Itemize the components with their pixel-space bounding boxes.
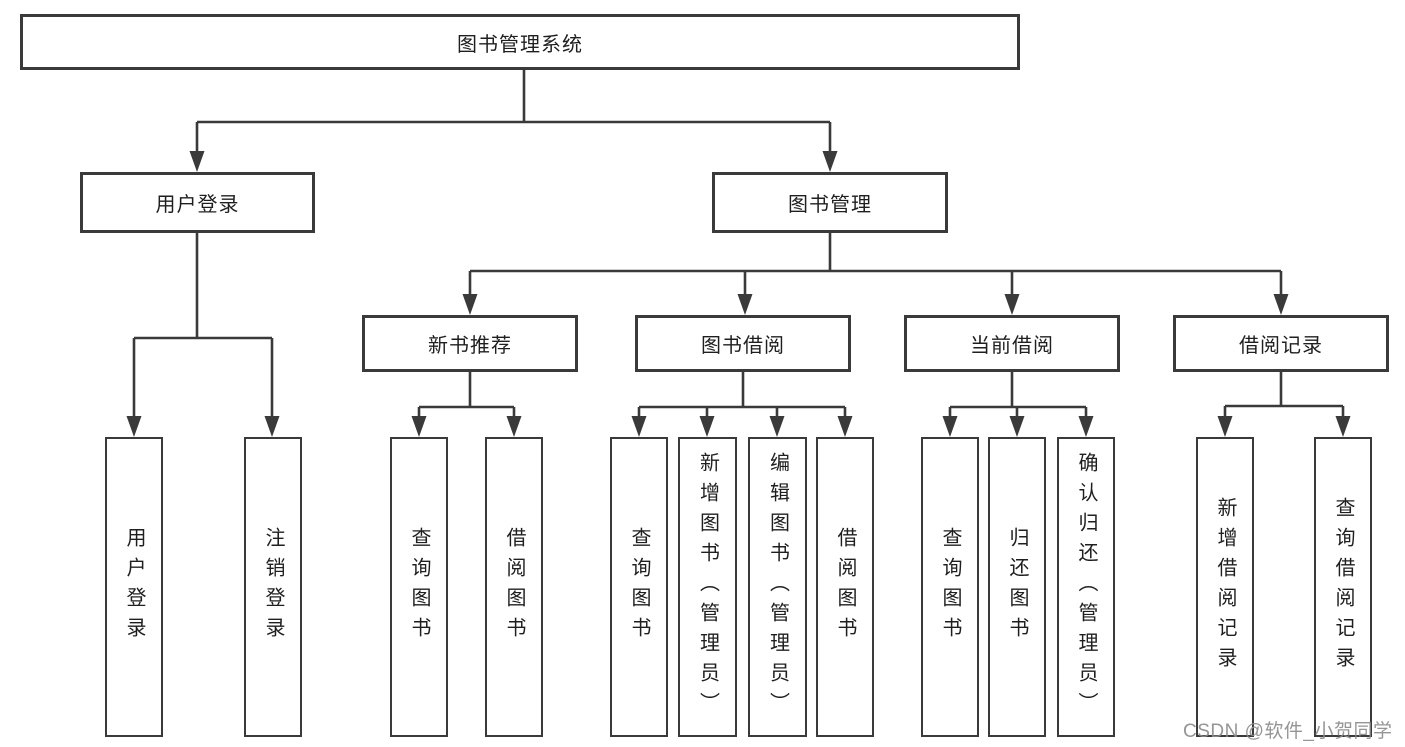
leaf-add-borrow-record: 新增借阅记录 (1196, 437, 1254, 737)
leaf-label: 归还图书 (1006, 527, 1028, 647)
node-library-management-system: 图书管理系统 (20, 14, 1020, 70)
node-label: 图书管理 (788, 194, 872, 216)
leaf-label: 新增图书（管理员） (696, 452, 719, 722)
leaf-label: 用户登录 (123, 527, 145, 647)
leaf-query-borrow-record: 查询借阅记录 (1314, 437, 1372, 737)
leaf-confirm-return-admin: 确认归还（管理员） (1057, 437, 1115, 737)
node-book-management: 图书管理 (712, 172, 948, 233)
leaf-label: 查询图书 (628, 527, 650, 647)
leaf-label: 查询图书 (408, 527, 430, 647)
leaf-query-book-current: 查询图书 (921, 437, 979, 737)
node-label: 当前借阅 (970, 335, 1054, 357)
node-label: 用户登录 (155, 194, 240, 216)
leaf-query-book-borrow: 查询图书 (610, 437, 668, 737)
leaf-label: 借阅图书 (834, 527, 856, 647)
leaf-label: 编辑图书（管理员） (766, 452, 789, 722)
leaf-return-book: 归还图书 (988, 437, 1046, 737)
node-current-borrowing: 当前借阅 (904, 315, 1120, 372)
leaf-query-book-recommend: 查询图书 (390, 437, 448, 737)
node-user-login: 用户登录 (80, 172, 315, 233)
leaf-label: 查询借阅记录 (1332, 497, 1354, 677)
leaf-edit-book-admin: 编辑图书（管理员） (748, 437, 807, 737)
leaf-label: 注销登录 (262, 527, 284, 647)
leaf-label: 确认归还（管理员） (1075, 452, 1097, 722)
leaf-borrow-book-recommend: 借阅图书 (485, 437, 543, 737)
leaf-add-book-admin: 新增图书（管理员） (678, 437, 737, 737)
leaf-label: 借阅图书 (503, 527, 525, 647)
leaf-borrow-book: 借阅图书 (816, 437, 874, 737)
leaf-logout: 注销登录 (244, 437, 302, 737)
csdn-watermark: CSDN @软件_小贺同学 (1183, 721, 1393, 742)
node-new-book-recommend: 新书推荐 (362, 315, 578, 372)
leaf-label: 查询图书 (939, 527, 961, 647)
node-label: 图书借阅 (701, 335, 785, 357)
node-label: 新书推荐 (428, 335, 512, 357)
node-label: 借阅记录 (1239, 335, 1323, 357)
node-book-borrowing: 图书借阅 (635, 315, 851, 372)
node-label: 图书管理系统 (457, 33, 583, 56)
node-borrowing-records: 借阅记录 (1173, 315, 1389, 372)
leaf-label: 新增借阅记录 (1214, 497, 1236, 677)
arrowheads (126, 151, 1351, 437)
leaf-user-login: 用户登录 (105, 437, 163, 737)
